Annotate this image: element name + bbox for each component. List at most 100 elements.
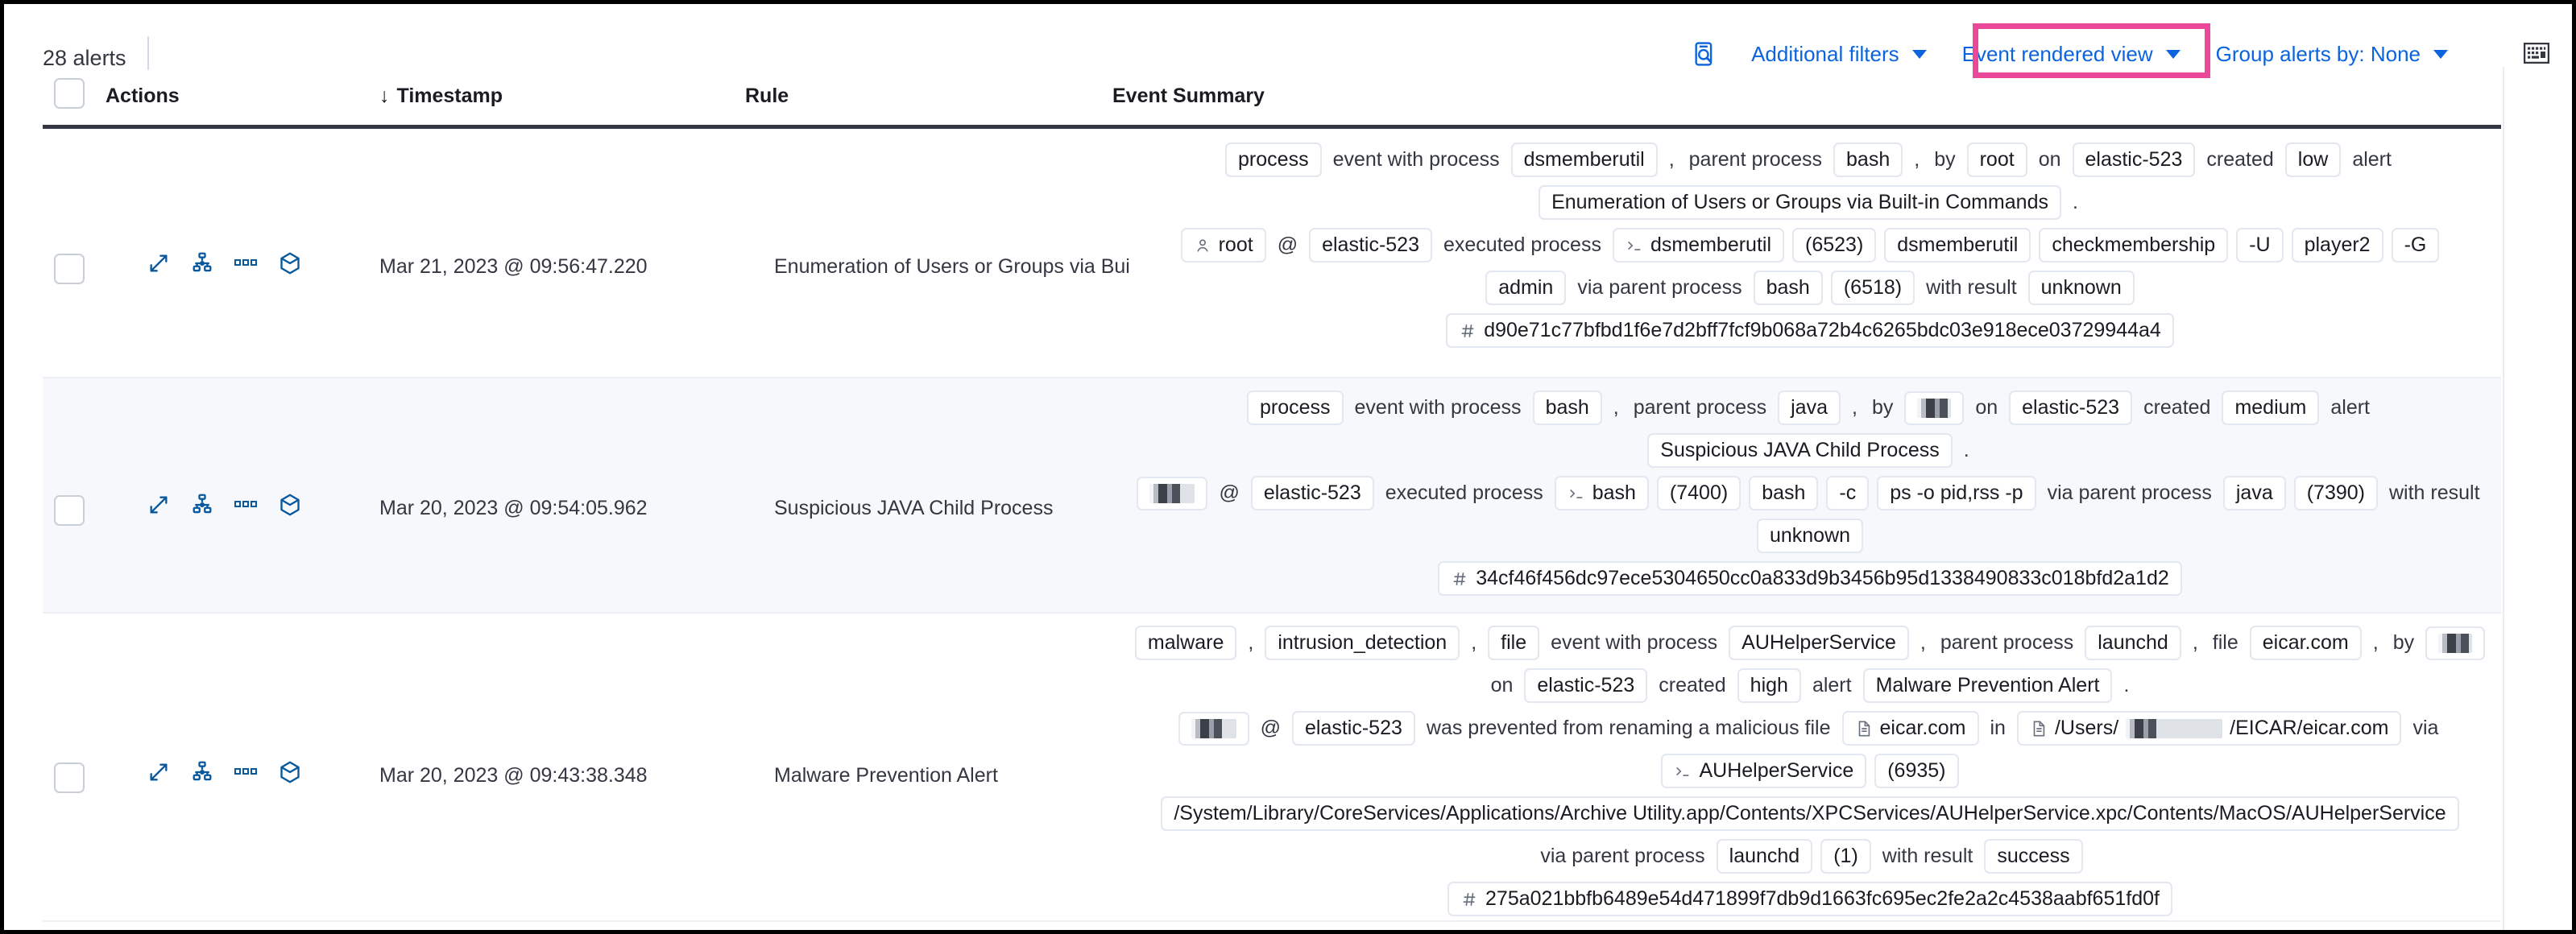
event-summary-token[interactable]: /System/Library/CoreServices/Application…	[1161, 796, 2459, 831]
inspect-search-button[interactable]	[1692, 33, 1733, 75]
event-summary-token[interactable]: process	[1246, 391, 1344, 425]
event-summary-token[interactable]: elastic-523	[1524, 668, 1648, 703]
cell-timestamp: Mar 20, 2023 @ 09:54:05.962	[379, 497, 648, 519]
event-summary-token[interactable]: java	[1778, 391, 1841, 425]
event-summary-token[interactable]: (7400)	[1656, 476, 1741, 510]
event-summary-token[interactable]: elastic-523	[1250, 476, 1374, 510]
event-summary-token[interactable]	[1904, 391, 1965, 425]
event-summary-token[interactable]: elastic-523	[2009, 391, 2133, 425]
event-summary-token[interactable]: Enumeration of Users or Groups via Built…	[1539, 185, 2061, 220]
event-summary-token[interactable]: (6935)	[1874, 754, 1959, 788]
event-summary-token[interactable]: high	[1737, 668, 1801, 703]
session-view-icon[interactable]	[278, 251, 302, 275]
event-summary-token[interactable]: elastic-523	[2072, 143, 2196, 177]
session-view-icon[interactable]	[278, 760, 302, 784]
event-summary-token[interactable]: elastic-523	[1291, 711, 1415, 746]
event-summary-token[interactable]: (7390)	[2293, 476, 2378, 510]
table-scroll-edge[interactable]	[2503, 67, 2504, 930]
event-summary-token[interactable]: (6523)	[1792, 228, 1877, 262]
row-select-checkbox[interactable]	[54, 762, 85, 793]
group-alerts-by-button[interactable]: Group alerts by: None	[2198, 33, 2466, 75]
event-summary-token[interactable]	[1137, 476, 1208, 510]
expand-icon[interactable]	[147, 252, 170, 275]
more-actions-icon[interactable]	[234, 257, 257, 270]
event-summary-token[interactable]: Malware Prevention Alert	[1862, 668, 2113, 703]
event-summary-token[interactable]: 275a021bbfb6489e54d471899f7db9d1663fc695…	[1447, 882, 2172, 916]
analyzer-icon[interactable]	[191, 761, 213, 783]
event-summary-text: alert	[2352, 148, 2392, 171]
event-summary-token[interactable]: elastic-523	[1309, 228, 1432, 262]
event-summary-token[interactable]: ps -o pid,rss -p	[1877, 476, 2036, 510]
event-summary-token[interactable]: bash	[1833, 143, 1903, 177]
token-label: bash	[1846, 148, 1891, 171]
event-summary-token[interactable]: bash	[1532, 391, 1602, 425]
event-summary-token[interactable]: low	[2284, 143, 2342, 177]
event-summary-token[interactable]: bash	[1749, 476, 1819, 510]
column-header-event-summary[interactable]: Event Summary	[1112, 85, 1265, 107]
event-summary-token[interactable]: AUHelperService	[1661, 754, 1867, 788]
event-summary-token[interactable]: admin	[1485, 271, 1567, 305]
cell-rule[interactable]: Malware Prevention Alert	[774, 764, 998, 787]
row-select-checkbox[interactable]	[54, 254, 85, 284]
event-summary-token[interactable]: checkmembership	[2039, 228, 2229, 262]
event-summary-token[interactable]: success	[1984, 839, 2083, 874]
event-summary-token[interactable]: medium	[2222, 391, 2320, 425]
event-summary-token[interactable]: unknown	[1756, 519, 1864, 553]
token-label: Malware Prevention Alert	[1875, 674, 2100, 696]
event-summary-token[interactable]: dsmemberutil	[1884, 228, 2031, 262]
event-summary-token[interactable]: Suspicious JAVA Child Process	[1647, 433, 1953, 468]
cell-rule[interactable]: Suspicious JAVA Child Process	[774, 497, 1054, 519]
event-summary-token[interactable]: -c	[1826, 476, 1870, 510]
event-summary-token[interactable]: unknown	[2027, 271, 2135, 305]
keyboard-shortcuts-button[interactable]	[2524, 43, 2549, 64]
event-summary-token[interactable]: player2	[2291, 228, 2383, 262]
event-summary-token[interactable]: root	[1180, 228, 1266, 262]
event-summary-token[interactable]: 34cf46f456dc97ece5304650cc0a833d9b3456b9…	[1438, 561, 2182, 596]
event-summary-token[interactable]: root	[1966, 143, 2027, 177]
column-header-actions[interactable]: Actions	[106, 85, 180, 107]
event-summary-token[interactable]: eicar.com	[1841, 711, 1979, 746]
event-summary-token[interactable]: -U	[2236, 228, 2284, 262]
event-summary-token[interactable]	[2425, 626, 2486, 660]
expand-icon[interactable]	[147, 761, 170, 783]
table-row[interactable]: Mar 20, 2023 @ 09:54:05.962 Suspicious JA…	[43, 378, 2501, 614]
session-view-icon[interactable]	[278, 493, 302, 517]
select-all-checkbox[interactable]	[54, 78, 85, 109]
event-rendered-view-label: Event rendered view	[1961, 41, 2153, 66]
event-summary-token[interactable]: dsmemberutil	[1510, 143, 1658, 177]
token-label: -c	[1839, 481, 1857, 504]
event-rendered-view-button[interactable]: Event rendered view	[1944, 33, 2198, 75]
event-summary-token[interactable]: (1)	[1820, 839, 1871, 874]
event-summary-token[interactable]: /Users//EICAR/eicar.com	[2016, 711, 2402, 746]
analyzer-icon[interactable]	[191, 252, 213, 275]
event-summary-token[interactable]: d90e71c77bfbd1f6e7d2bff7fcf9b068a72b4c62…	[1446, 313, 2174, 348]
event-summary-token[interactable]: launchd	[1716, 839, 1813, 874]
additional-filters-button[interactable]: Additional filters	[1733, 33, 1944, 75]
token-label: intrusion_detection	[1278, 631, 1447, 654]
event-summary-token[interactable]: AUHelperService	[1729, 626, 1909, 660]
expand-icon[interactable]	[147, 494, 170, 516]
event-summary-token[interactable]: eicar.com	[2249, 626, 2362, 660]
row-select-checkbox[interactable]	[54, 495, 85, 526]
event-summary-token[interactable]: process	[1225, 143, 1322, 177]
event-summary-token[interactable]: java	[2222, 476, 2286, 510]
column-header-rule[interactable]: Rule	[745, 85, 789, 107]
more-actions-icon[interactable]	[234, 498, 257, 511]
cell-rule[interactable]: Enumeration of Users or Groups via Bui	[774, 255, 1130, 278]
event-summary-token[interactable]: bash	[1554, 476, 1649, 510]
event-summary-token[interactable]: intrusion_detection	[1265, 626, 1460, 660]
column-header-timestamp[interactable]: ↓Timestamp	[379, 85, 503, 108]
event-summary-token[interactable]: launchd	[2085, 626, 2181, 660]
event-summary-token[interactable]: file	[1488, 626, 1540, 660]
event-summary-token[interactable]: malware	[1134, 626, 1237, 660]
event-summary-token[interactable]: bash	[1753, 271, 1823, 305]
event-summary-token[interactable]: (6518)	[1830, 271, 1915, 305]
event-summary-text: on	[1490, 674, 1514, 696]
analyzer-icon[interactable]	[191, 494, 213, 516]
event-summary-token[interactable]: -G	[2391, 228, 2440, 262]
event-summary-token[interactable]	[1178, 711, 1249, 746]
event-summary-token[interactable]: dsmemberutil	[1612, 228, 1785, 262]
more-actions-icon[interactable]	[234, 766, 257, 779]
